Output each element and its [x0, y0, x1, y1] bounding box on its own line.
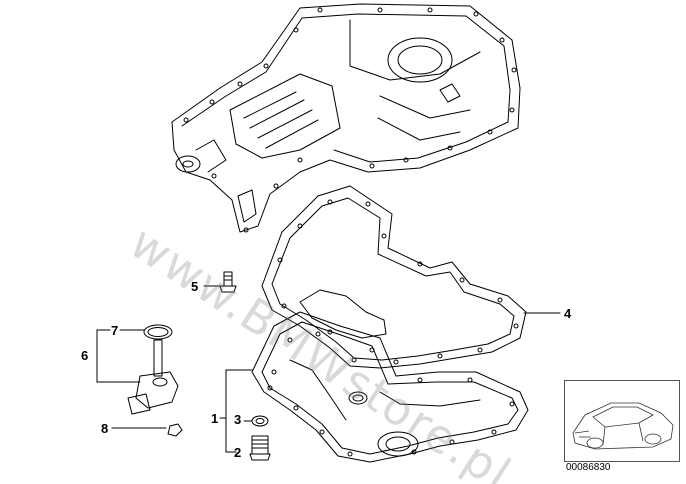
oil-pan	[251, 311, 529, 463]
callout-6[interactable]: 6	[81, 348, 89, 363]
seal-ring-3	[251, 415, 269, 427]
callout-5[interactable]: 5	[191, 279, 199, 294]
callout-3[interactable]: 3	[234, 412, 242, 427]
leader-lines	[96, 285, 561, 453]
oil-pan-gasket	[261, 185, 527, 369]
nut-8	[167, 423, 183, 437]
engine-block	[171, 3, 521, 233]
callout-4[interactable]: 4	[564, 306, 572, 321]
drain-plug-2	[249, 435, 271, 461]
callout-8[interactable]: 8	[101, 421, 109, 436]
bolt-5	[219, 271, 237, 293]
vehicle-thumbnail	[564, 380, 680, 462]
catalog-number: 00086830	[566, 462, 611, 473]
callout-1[interactable]: 1	[211, 411, 219, 426]
oil-level-sensor	[127, 324, 179, 415]
callout-7[interactable]: 7	[111, 323, 119, 338]
callout-2[interactable]: 2	[234, 445, 242, 460]
car-icon	[572, 402, 674, 450]
